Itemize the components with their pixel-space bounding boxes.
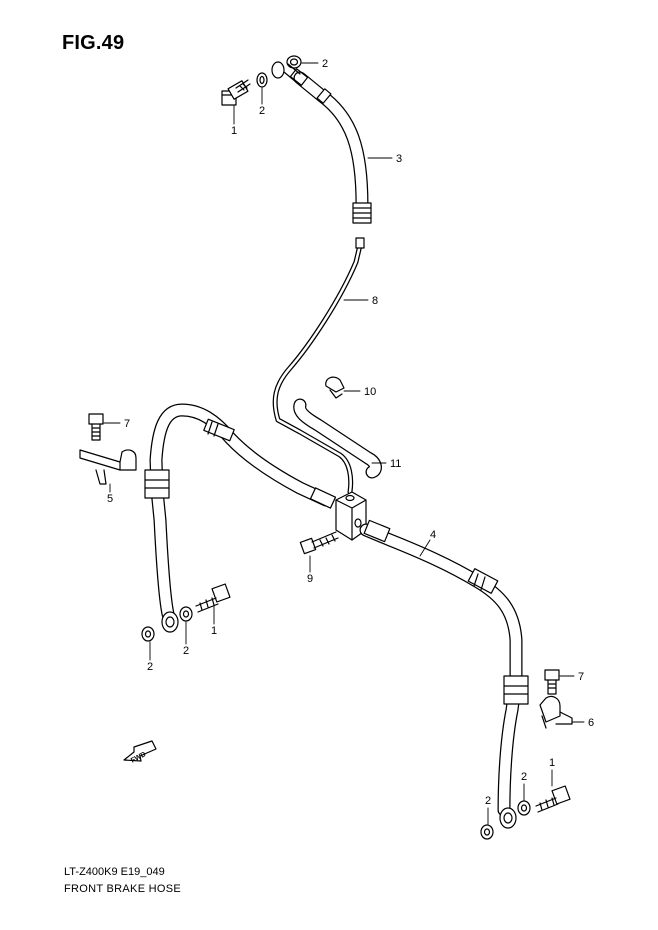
hose-clamp	[325, 376, 345, 399]
callout-10: 10	[364, 386, 376, 398]
bracket-bolt-right	[544, 669, 560, 695]
callout-8: 8	[372, 295, 378, 307]
figure-caption: FRONT BRAKE HOSE	[64, 883, 182, 895]
callout-4: 4	[430, 529, 436, 541]
callout-11: 11	[390, 458, 401, 470]
sealing-washer-right-outer	[480, 824, 494, 840]
sealing-washer-left-inner	[179, 606, 193, 622]
callout-2: 2	[183, 645, 189, 657]
sealing-washer-left-outer	[141, 626, 155, 642]
callout-6: 6	[588, 717, 594, 729]
callout-1: 1	[211, 625, 217, 637]
forward-direction-arrow	[123, 740, 157, 762]
hose-protector	[293, 398, 382, 479]
callout-7: 7	[578, 671, 584, 683]
callout-2: 2	[521, 771, 527, 783]
callout-2: 2	[322, 58, 328, 70]
left-hose-bracket	[79, 449, 137, 485]
model-code: LT-Z400K9 E19_049	[64, 866, 165, 878]
banjo-bolt-top	[221, 79, 251, 106]
callout-leaders	[103, 62, 585, 825]
callout-numbers: 1 2 2 3 8 10 11 7 5 4 9 1 2 2 7 6 1 2 2	[107, 58, 594, 807]
joint-mount-bolt	[299, 531, 339, 555]
upper-brake-hose	[271, 61, 372, 224]
sealing-washer-top-left	[256, 72, 268, 88]
bracket-bolt-left	[88, 413, 104, 441]
callout-2: 2	[259, 105, 265, 117]
banjo-bolt-right	[535, 785, 571, 813]
left-brake-hose	[144, 403, 337, 633]
right-hose-bracket	[539, 695, 573, 729]
callout-3: 3	[396, 153, 402, 165]
callout-1: 1	[231, 125, 237, 137]
callout-7: 7	[124, 418, 130, 430]
banjo-bolt-left	[195, 583, 231, 613]
figure-title: FIG.49	[62, 32, 125, 54]
sealing-washer-top-right	[286, 55, 302, 69]
right-brake-hose	[359, 519, 529, 829]
callout-2: 2	[147, 661, 153, 673]
callout-5: 5	[107, 493, 113, 505]
brake-pipe	[272, 237, 365, 495]
sealing-washer-right-inner	[517, 800, 531, 816]
callout-1: 1	[549, 757, 555, 769]
callout-9: 9	[307, 573, 313, 585]
callout-2: 2	[485, 795, 491, 807]
